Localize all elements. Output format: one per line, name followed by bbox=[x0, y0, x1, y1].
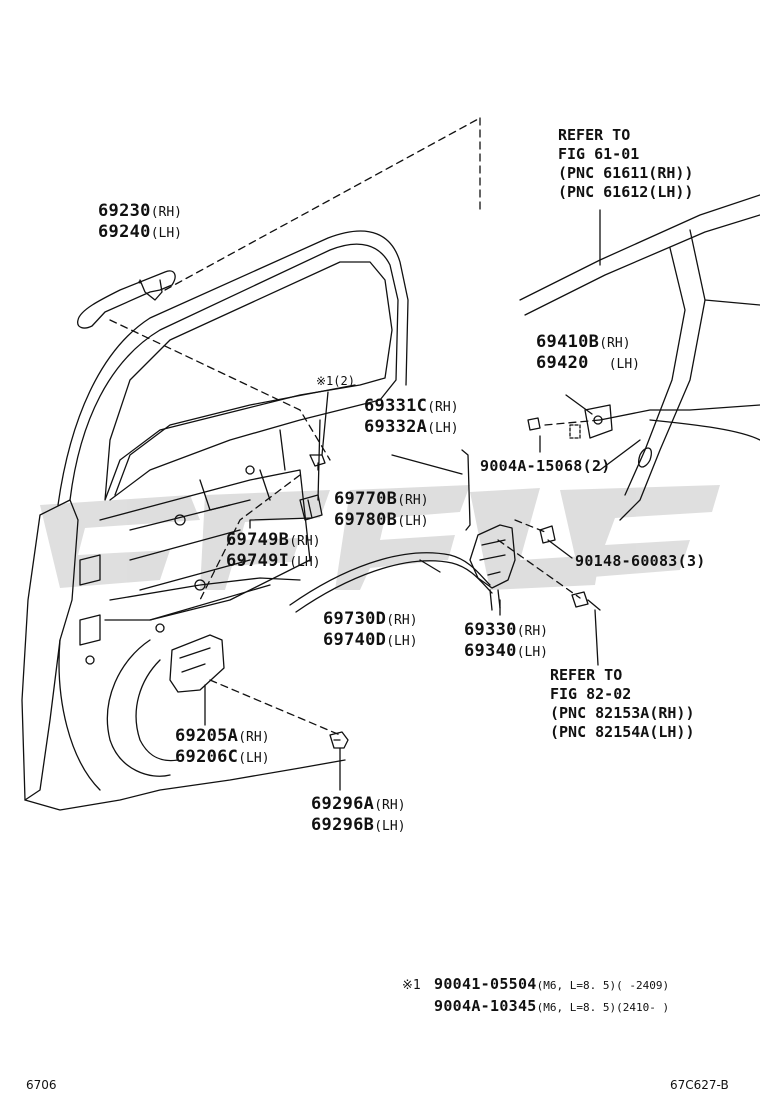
part-no-lh: 69240 bbox=[98, 222, 151, 242]
ref-line: (PNC 82154A(LH)) bbox=[550, 723, 695, 741]
lh-suffix: (LH) bbox=[427, 421, 459, 436]
part-no-lh: 69740D bbox=[323, 630, 387, 650]
rh-suffix: (RH) bbox=[374, 798, 406, 813]
lh-suffix: (LH) bbox=[608, 357, 640, 372]
part-69230[interactable]: 69230(RH) 69240(LH) bbox=[98, 201, 182, 243]
lh-suffix: (LH) bbox=[397, 514, 429, 529]
rh-suffix: (RH) bbox=[427, 400, 459, 415]
part-no-rh: 69331C bbox=[364, 396, 428, 416]
footnote-part-no[interactable]: 9004A-10345 bbox=[434, 997, 537, 1015]
refer-fig-61-01[interactable]: REFER TO FIG 61-01 (PNC 61611(RH)) (PNC … bbox=[558, 126, 693, 202]
ref-line: FIG 61-01 bbox=[558, 145, 640, 163]
ref-line: (PNC 61611(RH)) bbox=[558, 164, 694, 182]
footnote-part-no[interactable]: 90041-05504 bbox=[434, 975, 537, 993]
part-no: 90148-60083 bbox=[575, 552, 678, 570]
part-69331c[interactable]: 69331C(RH) 69332A(LH) bbox=[364, 396, 459, 438]
part-69749b[interactable]: 69749B(RH) 69749I(LH) bbox=[226, 530, 321, 572]
part-qty: (3) bbox=[677, 552, 706, 570]
page-code-right: 67C627-B bbox=[670, 1078, 729, 1092]
part-69410b[interactable]: 69410B(RH) 69420 (LH) bbox=[536, 332, 640, 374]
rh-suffix: (RH) bbox=[289, 534, 321, 549]
ref-line: FIG 82-02 bbox=[550, 685, 632, 703]
part-69296a[interactable]: 69296A(RH) 69296B(LH) bbox=[311, 794, 406, 836]
footnote-spec: (M6, L=8. 5)(2410- ) bbox=[536, 1001, 670, 1014]
refer-fig-82-02[interactable]: REFER TO FIG 82-02 (PNC 82153A(RH)) (PNC… bbox=[550, 666, 695, 742]
part-no-lh: 69296B bbox=[311, 815, 375, 835]
part-90148-60083[interactable]: 90148-60083(3) bbox=[575, 551, 706, 571]
part-no-lh: 69780B bbox=[334, 510, 398, 530]
part-no-lh: 69332A bbox=[364, 417, 428, 437]
line-art bbox=[21, 117, 760, 811]
rh-suffix: (RH) bbox=[599, 336, 631, 351]
lh-suffix: (LH) bbox=[150, 226, 182, 241]
ref-line: REFER TO bbox=[550, 666, 623, 684]
lh-suffix: (LH) bbox=[516, 645, 548, 660]
part-no-rh: 69296A bbox=[311, 794, 375, 814]
footnote-mark: ※1 bbox=[402, 978, 421, 993]
lh-suffix: (LH) bbox=[386, 634, 418, 649]
lh-suffix: (LH) bbox=[289, 555, 321, 570]
page-code-left: 6706 bbox=[26, 1078, 57, 1092]
part-no-rh: 69205A bbox=[175, 726, 239, 746]
footnote: 90041-05504(M6, L=8. 5)( -2409) 9004A-10… bbox=[434, 974, 669, 1018]
part-no-lh: 69340 bbox=[464, 641, 517, 661]
ref-line: REFER TO bbox=[558, 126, 631, 144]
part-no-rh: 69230 bbox=[98, 201, 151, 221]
part-markers bbox=[138, 280, 142, 284]
part-69770b[interactable]: 69770B(RH) 69780B(LH) bbox=[334, 489, 429, 531]
part-9004a-15068[interactable]: 9004A-15068(2) bbox=[480, 456, 611, 476]
note-mark: ※1 bbox=[316, 374, 334, 388]
part-69330[interactable]: 69330(RH) 69340(LH) bbox=[464, 620, 548, 662]
footnote-spec: (M6, L=8. 5)( -2409) bbox=[536, 979, 670, 992]
part-no-lh: 69420 bbox=[536, 353, 589, 373]
part-no-lh: 69206C bbox=[175, 747, 239, 767]
part-69205a[interactable]: 69205A(RH) 69206C(LH) bbox=[175, 726, 270, 768]
ref-line: (PNC 61612(LH)) bbox=[558, 183, 694, 201]
rh-suffix: (RH) bbox=[386, 613, 418, 628]
ref-line: (PNC 82153A(RH)) bbox=[550, 704, 695, 722]
rh-suffix: (RH) bbox=[516, 624, 548, 639]
part-no-lh: 69749I bbox=[226, 551, 290, 571]
part-qty: (2) bbox=[582, 457, 611, 475]
part-no-rh: 69410B bbox=[536, 332, 600, 352]
part-no: 9004A-15068 bbox=[480, 457, 583, 475]
rh-suffix: (RH) bbox=[150, 205, 182, 220]
lh-suffix: (LH) bbox=[238, 751, 270, 766]
lh-suffix: (LH) bbox=[374, 819, 406, 834]
note-1-marker[interactable]: ※1(2) bbox=[316, 372, 355, 391]
part-no-rh: 69330 bbox=[464, 620, 517, 640]
part-69730d[interactable]: 69730D(RH) 69740D(LH) bbox=[323, 609, 418, 651]
rh-suffix: (RH) bbox=[238, 730, 270, 745]
rh-suffix: (RH) bbox=[397, 493, 429, 508]
note-qty: (2) bbox=[333, 374, 355, 388]
part-no-rh: 69749B bbox=[226, 530, 290, 550]
part-no-rh: 69730D bbox=[323, 609, 387, 629]
part-no-rh: 69770B bbox=[334, 489, 398, 509]
